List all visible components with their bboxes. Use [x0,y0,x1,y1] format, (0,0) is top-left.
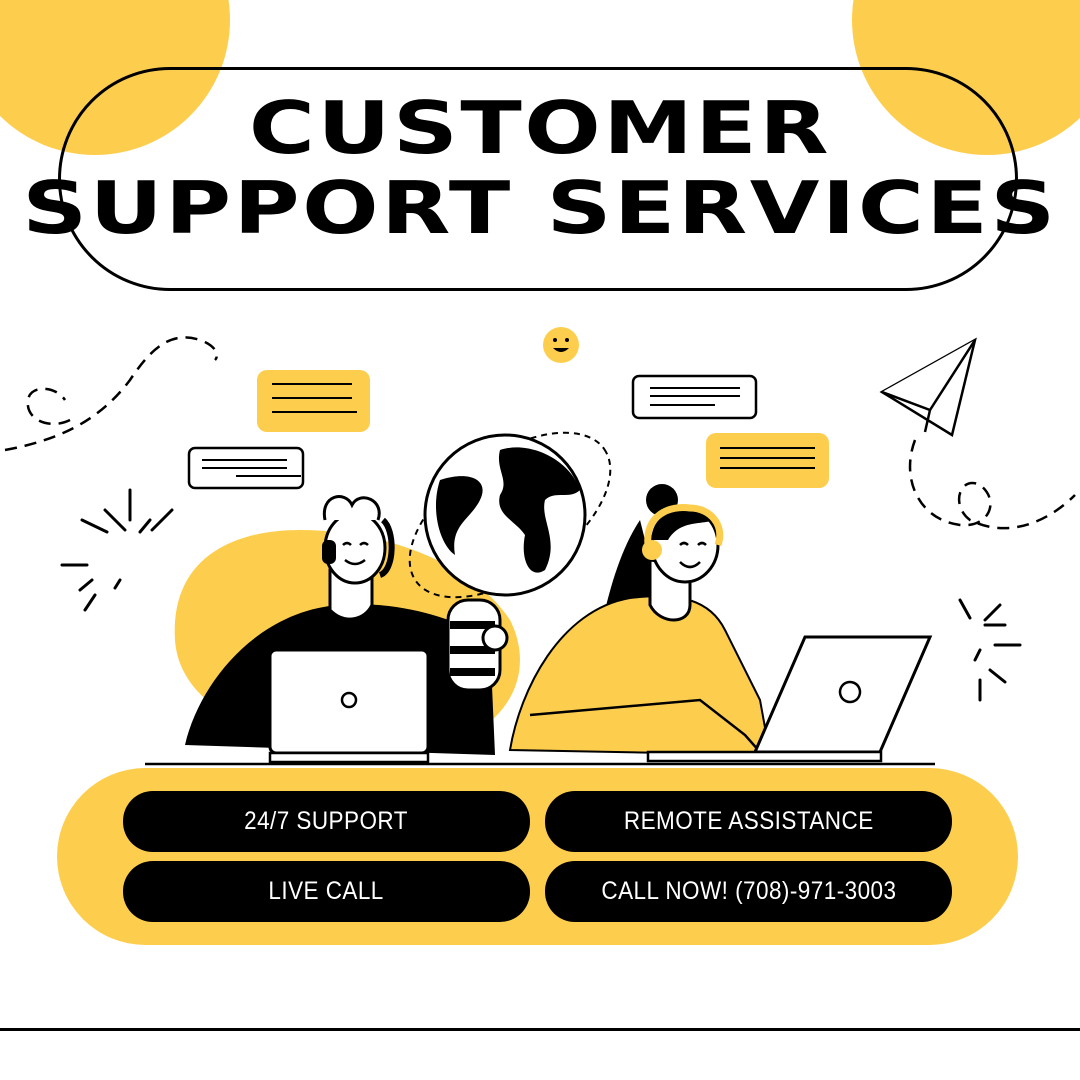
service-live-call-button[interactable]: LIVE CALL [123,861,530,922]
sparkle-lines-right [958,598,1022,702]
service-label: 24/7 SUPPORT [244,807,409,835]
service-24-7-support-button[interactable]: 24/7 SUPPORT [123,791,530,852]
paper-plane-icon [879,337,977,437]
sparkle-lines-left [60,488,174,612]
page-title-line-2: SUPPORT SERVICES [22,166,1058,250]
chat-bubble-icon [187,446,305,490]
page-title-line-1: CUSTOMER [248,86,832,170]
customer-support-illustration [4,327,1076,766]
service-label: CALL NOW! (708)-971-3003 [600,877,897,905]
chat-bubble-icon [706,433,829,488]
laptop-icon [646,635,933,763]
woman-support-agent [508,484,772,757]
chat-bubble-icon [631,374,758,420]
dashed-swirl-right [908,439,1076,530]
laptop-icon [268,648,430,764]
globe-icon [423,433,587,597]
service-label: REMOTE ASSISTANCE [623,807,874,835]
service-remote-assistance-button[interactable]: REMOTE ASSISTANCE [545,791,952,852]
dashed-swirl-left [4,336,219,452]
smiley-icon [543,327,579,363]
service-label: LIVE CALL [268,877,385,905]
call-now-phone-button[interactable]: CALL NOW! (708)-971-3003 [545,861,952,922]
title-frame [58,67,1018,291]
bottom-divider [0,1028,1080,1031]
chat-bubble-icon [257,370,370,432]
